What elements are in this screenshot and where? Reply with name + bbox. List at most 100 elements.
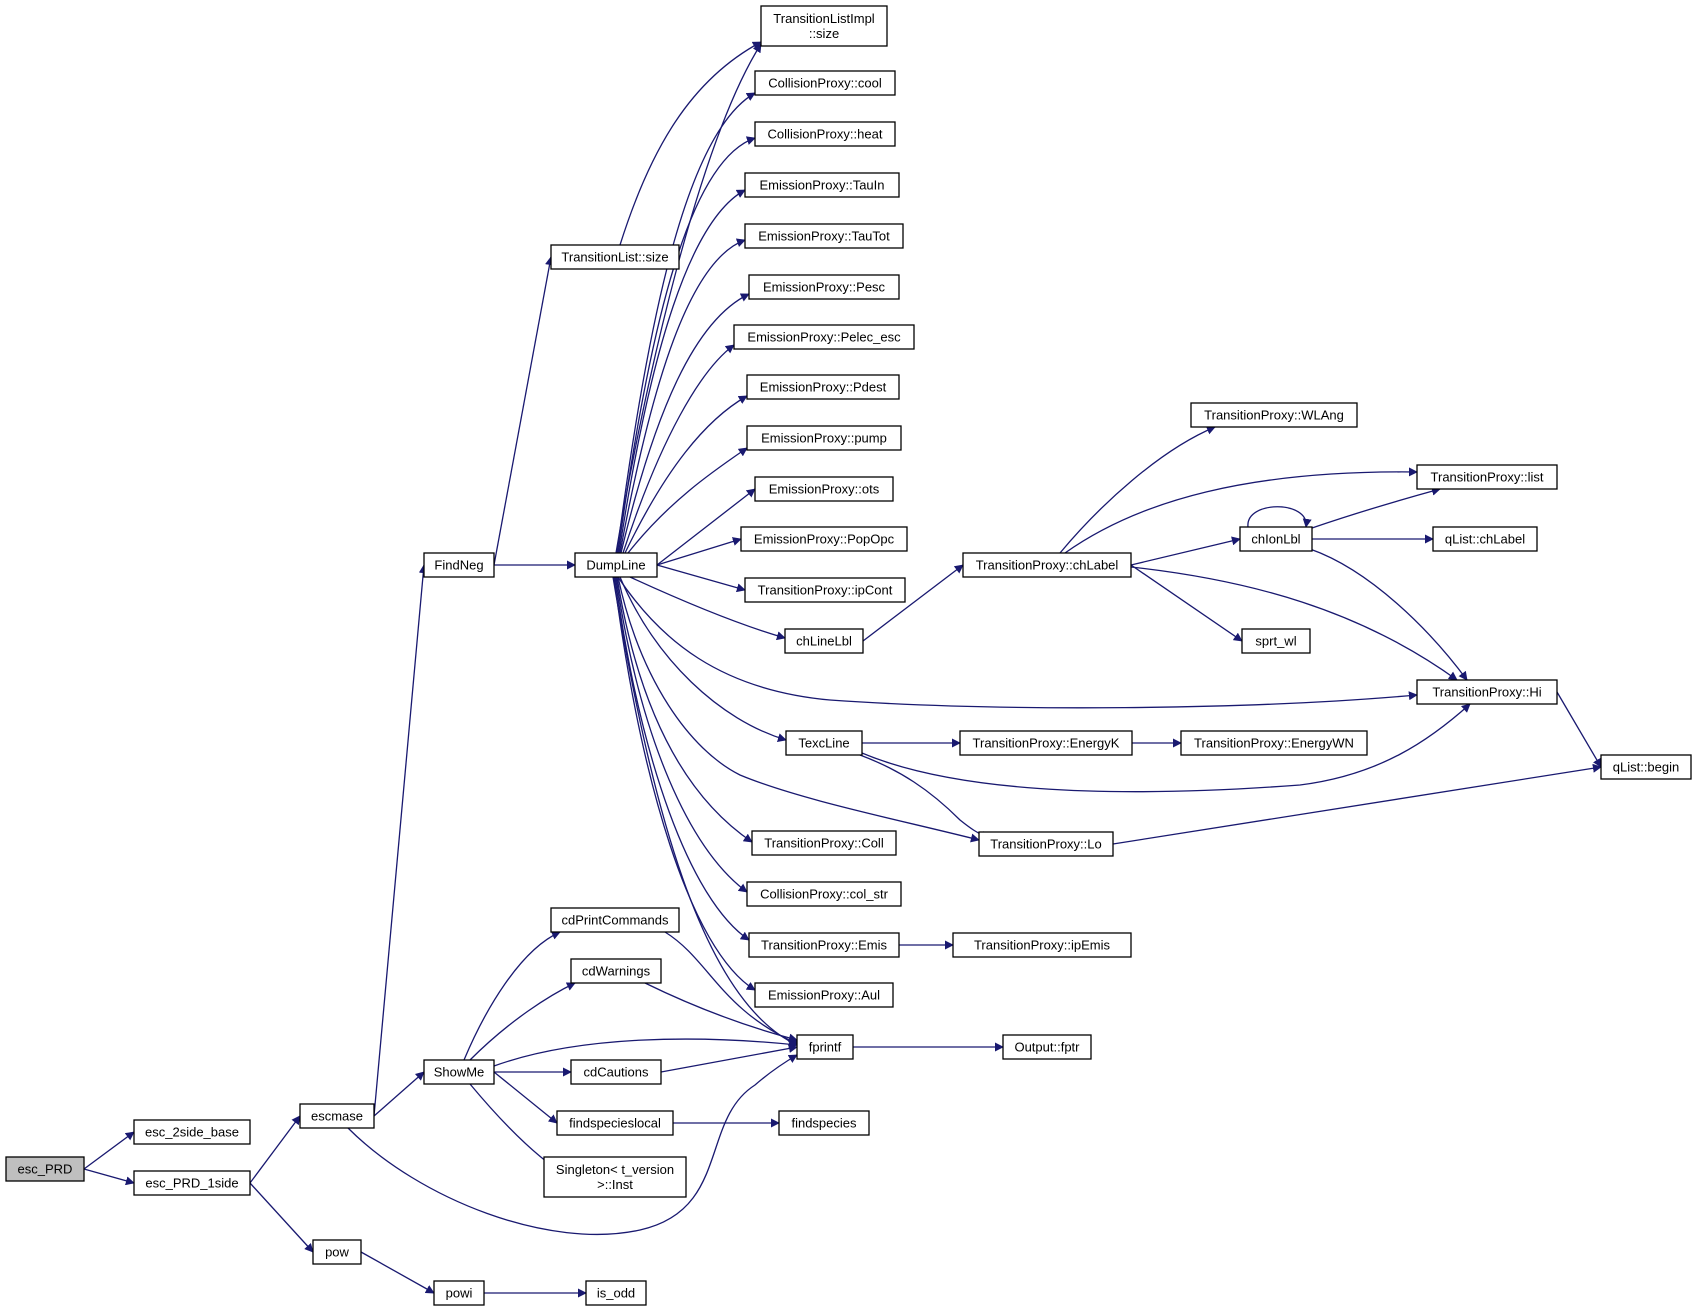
- edge-TransitionProxy_chLabel-to-sprt_wl: [1130, 564, 1243, 642]
- edge-DumpLine-to-EmissionProxy_PopOpc: [656, 537, 742, 566]
- node-TransitionProxy_chLabel[interactable]: TransitionProxy::chLabel: [962, 552, 1132, 578]
- edge-escmase-to-FindNeg: [373, 564, 428, 1117]
- node-esc_PRD_1side[interactable]: esc_PRD_1side: [133, 1170, 251, 1196]
- node-box: [570, 958, 662, 984]
- edge-cdWarnings-to-fprintf: [644, 982, 798, 1043]
- node-box: [543, 1156, 687, 1198]
- node-EmissionProxy_TauIn[interactable]: EmissionProxy::TauIn: [744, 172, 900, 198]
- node-label: Output::fptr: [1014, 1040, 1080, 1055]
- node-TransitionProxy_Lo[interactable]: TransitionProxy::Lo: [978, 831, 1114, 857]
- node-box: [746, 425, 902, 451]
- edge-DumpLine-to-TransitionProxy_Hi: [617, 576, 1418, 709]
- node-label: ::size: [809, 26, 839, 41]
- node-chIonLbl[interactable]: chIonLbl: [1239, 526, 1313, 552]
- node-TransitionProxy_Coll[interactable]: TransitionProxy::Coll: [751, 830, 897, 856]
- node-TransitionList_size[interactable]: TransitionList::size: [550, 244, 680, 270]
- node-box: [978, 831, 1114, 857]
- node-TransitionProxy_ipEmis[interactable]: TransitionProxy::ipEmis: [952, 932, 1132, 958]
- node-TransitionListImpl_size[interactable]: TransitionListImpl::size: [760, 5, 888, 47]
- node-qList_begin[interactable]: qList::begin: [1600, 754, 1692, 780]
- node-cdPrintCommands[interactable]: cdPrintCommands: [550, 907, 680, 933]
- node-EmissionProxy_Aul[interactable]: EmissionProxy::Aul: [754, 982, 894, 1008]
- node-box: [1180, 730, 1368, 756]
- node-Output_fptr[interactable]: Output::fptr: [1002, 1034, 1092, 1060]
- node-cdCautions[interactable]: cdCautions: [570, 1059, 662, 1085]
- node-box: [556, 1110, 674, 1136]
- node-label: findspecieslocal: [569, 1116, 661, 1131]
- node-TransitionProxy_ipCont[interactable]: TransitionProxy::ipCont: [744, 577, 906, 603]
- edge-FindNeg-to-TransitionList_size: [493, 256, 554, 566]
- node-box: [744, 172, 900, 198]
- node-CollisionProxy_col_str[interactable]: CollisionProxy::col_str: [746, 881, 902, 907]
- node-fprintf[interactable]: fprintf: [796, 1034, 854, 1060]
- node-box: [744, 223, 904, 249]
- node-box: [133, 1119, 251, 1145]
- node-EmissionProxy_TauTot[interactable]: EmissionProxy::TauTot: [744, 223, 904, 249]
- node-box: [754, 70, 896, 96]
- node-cdWarnings[interactable]: cdWarnings: [570, 958, 662, 984]
- node-label: CollisionProxy::cool: [768, 76, 882, 91]
- edge-DumpLine-to-TransitionProxy_Coll: [616, 576, 753, 843]
- node-is_odd[interactable]: is_odd: [585, 1280, 647, 1306]
- node-EmissionProxy_PopOpc[interactable]: EmissionProxy::PopOpc: [740, 526, 908, 552]
- node-box: [1239, 526, 1313, 552]
- node-label: TransitionProxy::WLAng: [1204, 408, 1344, 423]
- node-label: escmase: [311, 1109, 363, 1124]
- node-FindNeg[interactable]: FindNeg: [423, 552, 495, 578]
- node-label: TransitionProxy::chLabel: [976, 558, 1119, 573]
- node-box: [1416, 464, 1558, 490]
- node-TransitionProxy_EnergyK[interactable]: TransitionProxy::EnergyK: [959, 730, 1133, 756]
- node-label: cdCautions: [583, 1065, 649, 1080]
- node-label: TransitionList::size: [561, 250, 668, 265]
- node-EmissionProxy_Pesc[interactable]: EmissionProxy::Pesc: [748, 274, 900, 300]
- edge-DumpLine-to-TexcLine: [619, 576, 787, 742]
- edge-chLineLbl-to-TransitionProxy_chLabel: [862, 564, 964, 642]
- node-label: esc_PRD: [18, 1162, 73, 1177]
- node-label: EmissionProxy::TauTot: [758, 229, 890, 244]
- node-box: [962, 552, 1132, 578]
- node-label: ShowMe: [434, 1065, 485, 1080]
- node-TexcLine[interactable]: TexcLine: [785, 730, 863, 756]
- node-Singleton_Inst[interactable]: Singleton< t_version>::Inst: [543, 1156, 687, 1198]
- node-box: [423, 1059, 495, 1085]
- node-EmissionProxy_pump[interactable]: EmissionProxy::pump: [746, 425, 902, 451]
- edge-DumpLine-to-EmissionProxy_pump: [627, 447, 748, 554]
- node-ShowMe[interactable]: ShowMe: [423, 1059, 495, 1085]
- node-TransitionProxy_Emis[interactable]: TransitionProxy::Emis: [748, 932, 900, 958]
- edge-DumpLine-to-EmissionProxy_ots: [656, 488, 756, 566]
- node-EmissionProxy_Pelec_esc[interactable]: EmissionProxy::Pelec_esc: [733, 324, 915, 350]
- node-label: findspecies: [791, 1116, 857, 1131]
- node-label: TexcLine: [798, 736, 849, 751]
- node-TransitionProxy_list[interactable]: TransitionProxy::list: [1416, 464, 1558, 490]
- node-esc_PRD[interactable]: esc_PRD: [5, 1156, 85, 1182]
- node-label: FindNeg: [434, 558, 483, 573]
- node-powi[interactable]: powi: [433, 1280, 485, 1306]
- node-TransitionProxy_Hi[interactable]: TransitionProxy::Hi: [1416, 679, 1558, 705]
- node-pow[interactable]: pow: [312, 1239, 362, 1265]
- node-label: TransitionProxy::Hi: [1432, 685, 1541, 700]
- edge-ShowMe-to-cdWarnings: [469, 982, 576, 1061]
- node-label: esc_2side_base: [145, 1125, 239, 1140]
- node-box: [748, 274, 900, 300]
- node-escmase[interactable]: escmase: [299, 1103, 375, 1129]
- node-box: [784, 628, 864, 654]
- node-esc_2side_base[interactable]: esc_2side_base: [133, 1119, 251, 1145]
- node-EmissionProxy_Pdest[interactable]: EmissionProxy::Pdest: [746, 374, 900, 400]
- node-findspecieslocal[interactable]: findspecieslocal: [556, 1110, 674, 1136]
- node-chLineLbl[interactable]: chLineLbl: [784, 628, 864, 654]
- node-label: TransitionProxy::ipCont: [758, 583, 893, 598]
- edge-escmase-to-ShowMe: [373, 1071, 425, 1117]
- node-TransitionProxy_EnergyWN[interactable]: TransitionProxy::EnergyWN: [1180, 730, 1368, 756]
- edge-TexcLine-to-TransitionProxy_Hi: [861, 703, 1471, 793]
- node-EmissionProxy_ots[interactable]: EmissionProxy::ots: [754, 476, 894, 502]
- node-qList_chLabel[interactable]: qList::chLabel: [1432, 526, 1538, 552]
- node-CollisionProxy_heat[interactable]: CollisionProxy::heat: [754, 121, 896, 147]
- node-DumpLine[interactable]: DumpLine: [574, 552, 658, 578]
- node-box: [550, 907, 680, 933]
- node-TransitionProxy_WLAng[interactable]: TransitionProxy::WLAng: [1190, 402, 1358, 428]
- node-box: [433, 1280, 485, 1306]
- node-findspecies[interactable]: findspecies: [778, 1110, 870, 1136]
- node-label: sprt_wl: [1255, 634, 1296, 649]
- node-CollisionProxy_cool[interactable]: CollisionProxy::cool: [754, 70, 896, 96]
- node-sprt_wl[interactable]: sprt_wl: [1241, 628, 1311, 654]
